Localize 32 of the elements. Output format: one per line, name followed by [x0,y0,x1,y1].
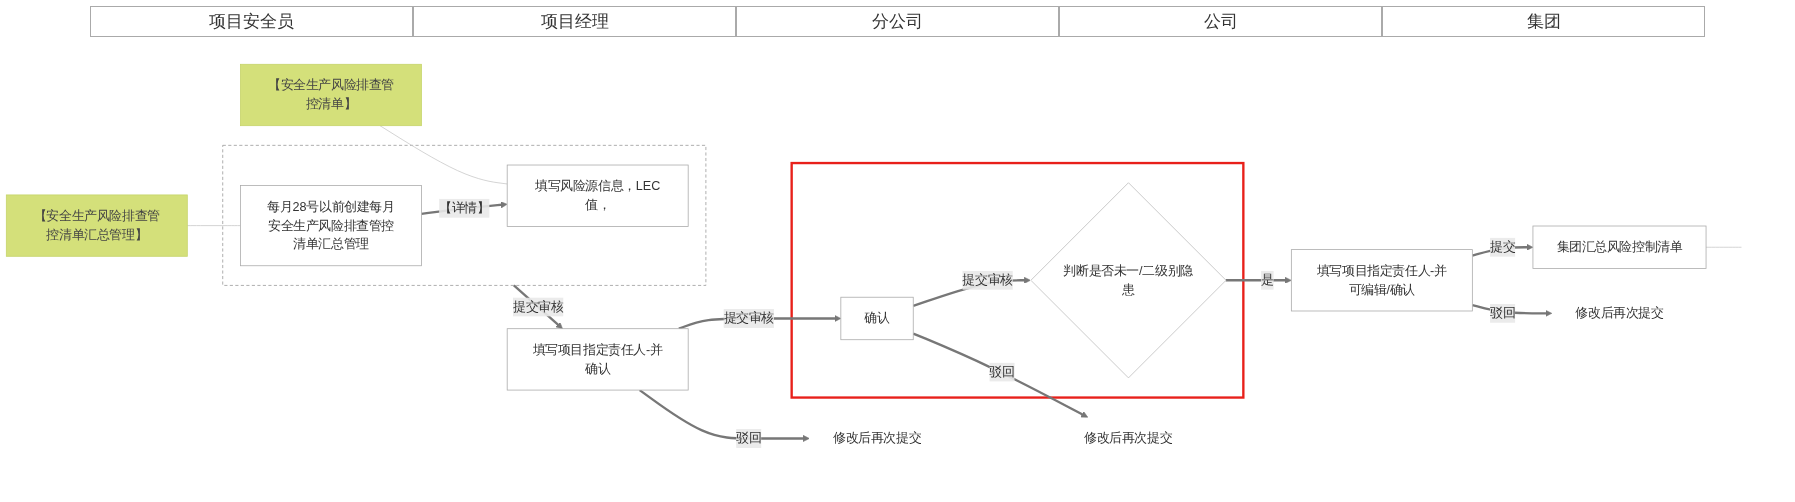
edge-label: 驳回 [989,365,1015,379]
node-box: 确认 [840,296,914,341]
node-text: 修改后再次提交 [1575,306,1664,320]
edge-label: 提交审核 [513,299,564,314]
node-text: 修改后再次提交 [1084,431,1173,445]
lane-header: 公司 [1059,6,1382,37]
connector [1705,246,1742,248]
node-box: 每月28号以前创建每月安全生产风险排查管控清单汇总管理 [240,185,422,267]
lane-header: 项目安全员 [90,6,413,37]
node-text: 修改后再次提交 [832,431,922,445]
cluster [222,144,707,286]
node-box: 集团汇总风险控制清单 [1532,225,1707,269]
edge-label: 驳回 [1490,306,1516,320]
node-box: 填写风险源信息，LEC值， [506,164,689,227]
connector [379,125,508,185]
edge-label: 提交审核 [962,273,1013,287]
arrow [912,332,1089,418]
node-box: 填写项目指定责任人-并确认 [506,328,689,391]
lane-header: 分公司 [736,6,1059,37]
node-box: 填写项目指定责任人-并可编辑/确认 [1290,249,1473,312]
lane-header: 项目经理 [413,6,736,37]
edge-label: 驳回 [736,431,762,445]
node-diamond: 判断是否未一/二级别隐患 [1030,182,1227,379]
node-box: 【安全生产风险排查管控清单汇总管理】 [5,194,188,257]
edge-label: 是 [1261,273,1274,287]
edge-label: 提交审核 [723,311,774,325]
cluster [790,161,1245,399]
connector [186,225,241,226]
node-box: 【安全生产风险排查管控清单】 [240,63,422,127]
edge-label: 【详情】 [439,201,490,215]
lane-header: 集团 [1382,6,1705,37]
edge-label: 提交 [1490,240,1516,254]
